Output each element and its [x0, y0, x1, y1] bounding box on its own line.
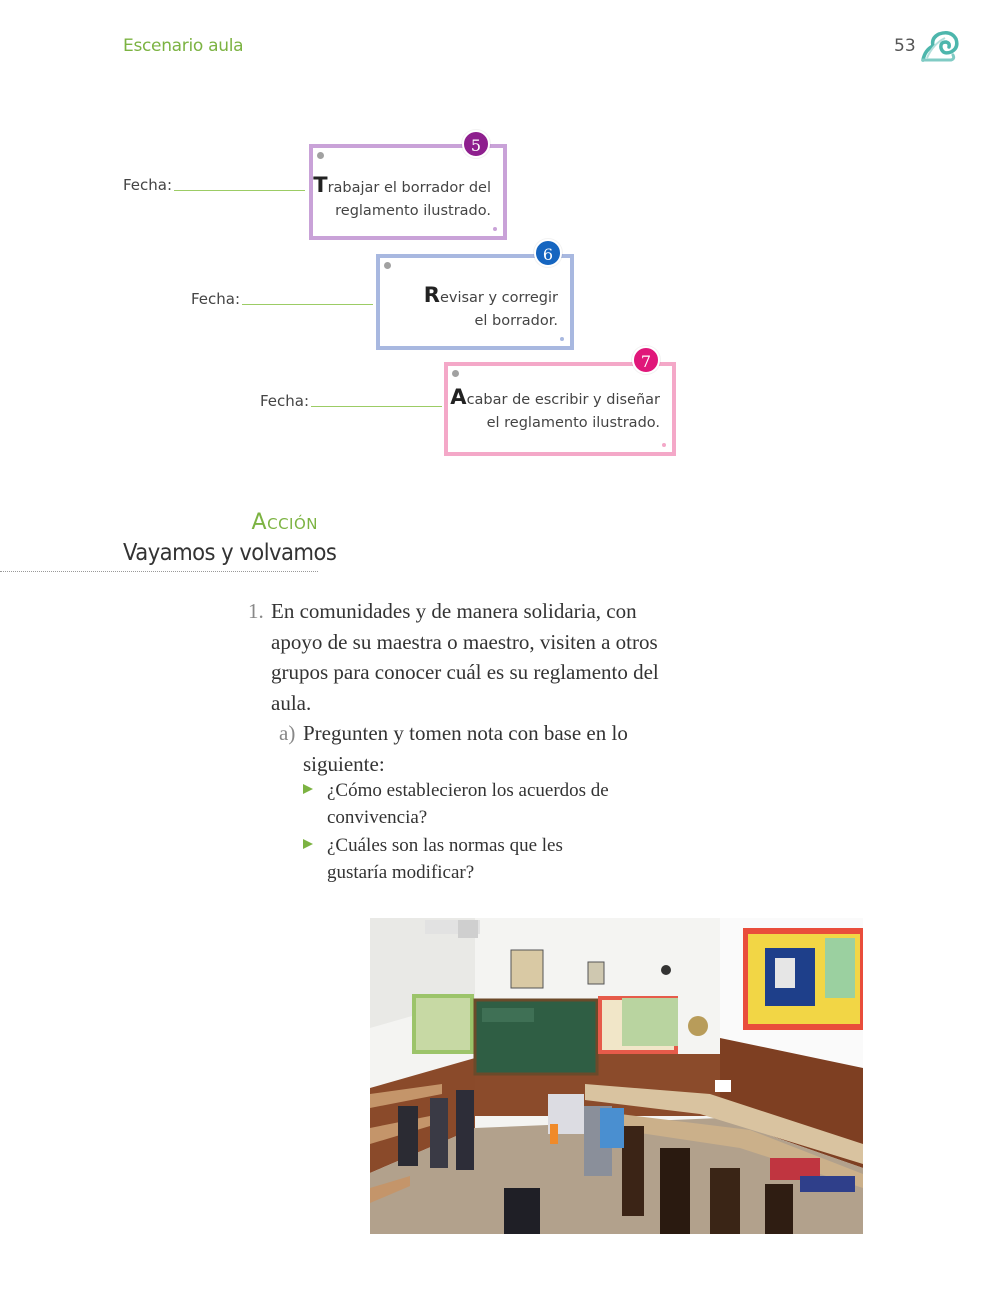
activity-number: 1.: [248, 599, 264, 623]
first-letter: T: [313, 173, 328, 197]
section-label: Acción: [251, 510, 318, 535]
section-title: Escenario aula: [123, 36, 244, 56]
question-text: ¿Cuáles son las normas que les gustaría …: [327, 835, 563, 883]
section-heading: Vayamos y volvamos: [123, 540, 337, 566]
step-text-line1: evisar y corregir: [439, 290, 558, 306]
fecha-field-6[interactable]: Fecha:: [191, 290, 374, 308]
step-text-line2: el borrador.: [474, 313, 558, 329]
step-text-line1: cabar de escribir y diseñar: [466, 392, 660, 408]
classroom-photo: [370, 918, 863, 1234]
step-card-5: Trabajar el borrador del reglamento ilus…: [309, 144, 507, 240]
step-card-6: Revisar y corregir el borrador.: [376, 254, 574, 350]
activity-subitem: a) Pregunten y tomen nota con base en lo…: [279, 718, 639, 779]
arrow-bullet-icon: [303, 839, 313, 849]
question-text: ¿Cómo establecieron los acuerdos de conv…: [327, 780, 609, 828]
fecha-field-7[interactable]: Fecha:: [260, 392, 443, 410]
step-badge-7: 7: [632, 346, 660, 374]
corner-dot: [560, 337, 564, 341]
fecha-line[interactable]: [242, 304, 374, 305]
corner-dot: [662, 443, 666, 447]
step-badge-5: 5: [462, 130, 490, 158]
fecha-line[interactable]: [311, 406, 443, 407]
subitem-text: Pregunten y tomen nota con base en lo si…: [303, 721, 628, 776]
step-card-7: Acabar de escribir y diseñar el reglamen…: [444, 362, 676, 456]
fecha-label: Fecha:: [123, 176, 173, 194]
arrow-bullet-icon: [303, 784, 313, 794]
first-letter: R: [423, 283, 440, 307]
list-item: ¿Cuáles son las normas que les gustaría …: [303, 832, 623, 886]
fecha-line[interactable]: [174, 190, 306, 191]
step-text-line2: el reglamento ilustrado.: [486, 415, 660, 431]
section-divider: [0, 571, 318, 572]
step-text-line2: reglamento ilustrado.: [335, 203, 491, 219]
snail-icon: [921, 31, 959, 62]
step-badge-6: 6: [534, 239, 562, 267]
activity-item: 1. En comunidades y de manera solidaria,…: [248, 596, 688, 718]
activity-text: En comunidades y de manera solidaria, co…: [271, 599, 659, 715]
list-item: ¿Cómo establecieron los acuerdos de conv…: [303, 777, 623, 831]
first-letter: A: [450, 385, 467, 409]
step-text-line1: rabajar el borrador del: [327, 180, 491, 196]
page-number: 53: [894, 36, 916, 56]
corner-dot: [493, 227, 497, 231]
fecha-label: Fecha:: [191, 290, 241, 308]
fecha-label: Fecha:: [260, 392, 310, 410]
fecha-field-5[interactable]: Fecha:: [123, 176, 306, 194]
subitem-letter: a): [279, 721, 296, 745]
